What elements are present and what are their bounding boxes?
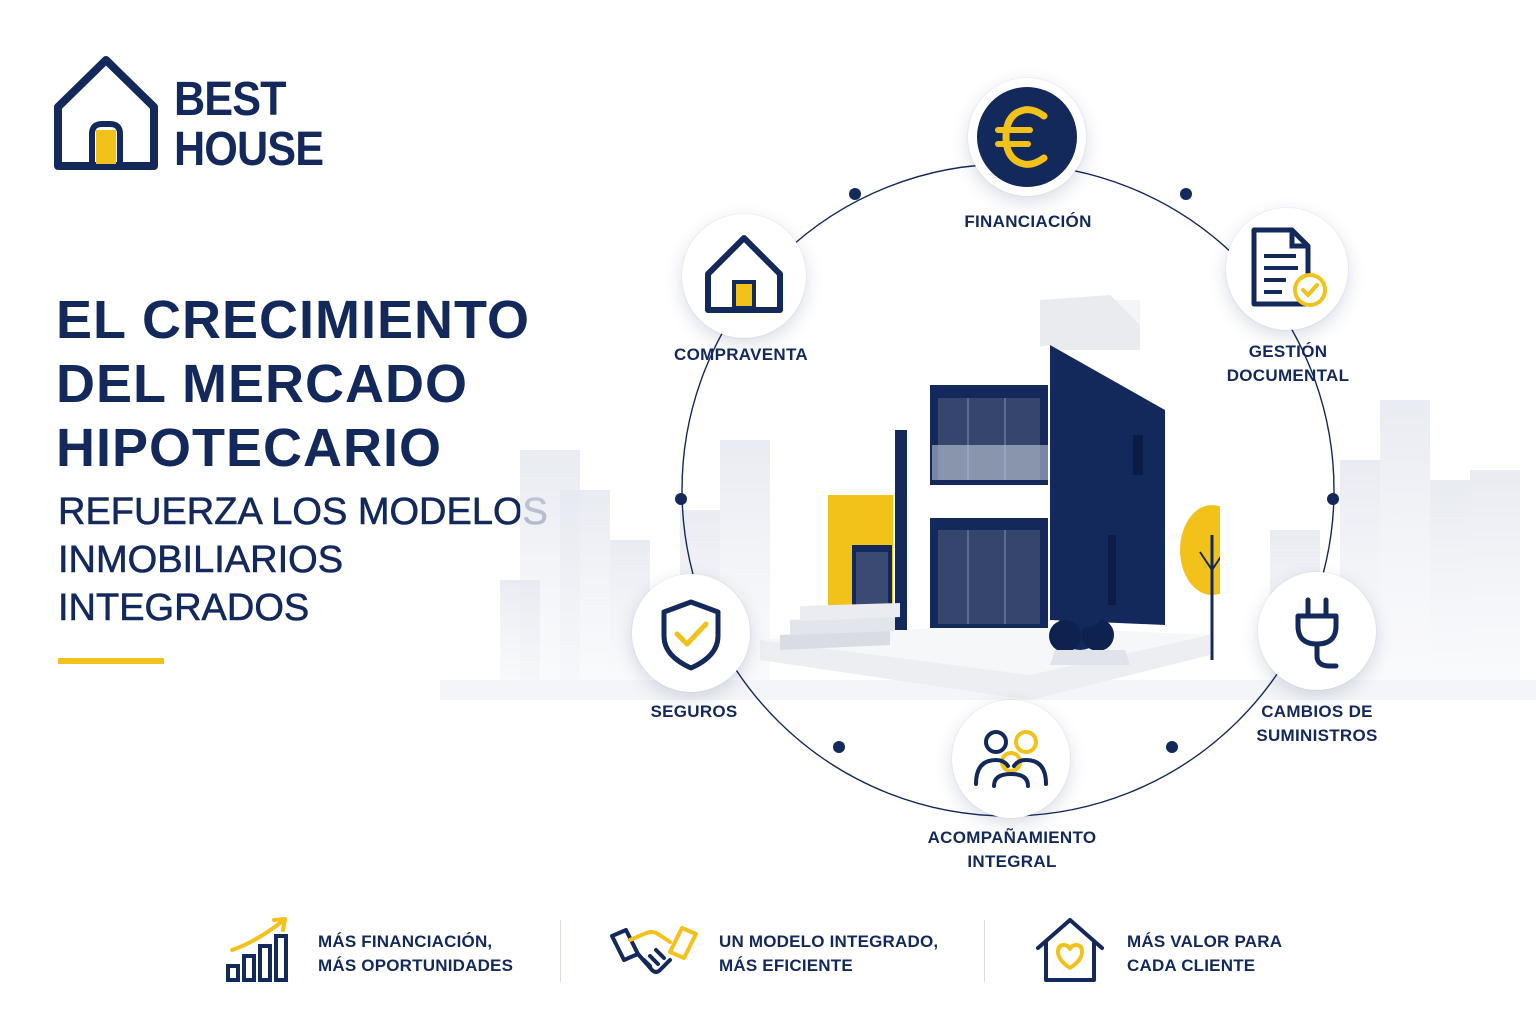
headline-line-2: DEL MERCADO [56, 354, 469, 414]
seguros-badge[interactable] [632, 574, 750, 692]
suministros-label-line1: CAMBIOS DE [1261, 702, 1373, 721]
logo-house-icon [54, 56, 158, 170]
house-icon [705, 235, 783, 313]
suministros-label: CAMBIOS DE SUMINISTROS [1236, 700, 1398, 748]
subheadline-line-2: INMOBILIARIOS [58, 539, 344, 582]
suministros-label-line2: SUMINISTROS [1256, 726, 1378, 745]
gestion-label-line2: DOCUMENTAL [1226, 366, 1350, 385]
brand-name-line1: BEST [174, 73, 287, 126]
seguros-label: SEGUROS [650, 702, 738, 721]
subheadline-line-3: INTEGRADOS [58, 587, 310, 630]
modern-house-illustration [760, 295, 1220, 700]
feature-1-text: MÁS FINANCIACIÓN, MÁS OPORTUNIDADES [318, 930, 513, 978]
financiacion-badge[interactable] [968, 78, 1086, 196]
gestion-documental-badge[interactable] [1226, 208, 1348, 330]
accent-bar [58, 658, 164, 664]
shield-check-icon [661, 599, 721, 671]
acompanamiento-badge[interactable] [952, 700, 1070, 818]
house-heart-icon [1036, 918, 1104, 982]
euro-icon [977, 87, 1077, 187]
feature-3-text: MÁS VALOR PARA CADA CLIENTE [1127, 930, 1282, 978]
document-check-icon [1251, 227, 1327, 307]
feature-3-line2: CADA CLIENTE [1127, 956, 1256, 975]
feature-2-text: UN MODELO INTEGRADO, MÁS EFICIENTE [719, 930, 938, 978]
subheadline-line-1: REFUERZA LOS MODELOS [58, 491, 548, 534]
compraventa-label: COMPRAVENTA [674, 345, 808, 364]
feature-1-line1: MÁS FINANCIACIÓN, [318, 932, 493, 951]
growth-chart-icon [226, 917, 288, 982]
brand-logo[interactable]: BEST HOUSE [52, 52, 352, 177]
acompanamiento-label-line2: INTEGRAL [967, 852, 1057, 871]
suministros-badge[interactable] [1258, 572, 1376, 690]
feature-divider-2 [984, 920, 985, 982]
feature-2-line1: UN MODELO INTEGRADO, [719, 932, 939, 951]
feature-divider-1 [560, 920, 561, 982]
plug-icon [1295, 597, 1339, 669]
financiacion-label: FINANCIACIÓN [964, 212, 1092, 231]
feature-1-line2: MÁS OPORTUNIDADES [318, 956, 514, 975]
handshake-icon [610, 926, 698, 974]
acompanamiento-label: ACOMPAÑAMIENTO INTEGRAL [910, 826, 1114, 874]
gestion-label-line1: GESTIÓN [1248, 342, 1328, 361]
headline-line-1: EL CRECIMIENTO [56, 290, 531, 350]
city-skyline-background [440, 400, 1536, 700]
acompanamiento-label-line1: ACOMPAÑAMIENTO [927, 828, 1097, 847]
brand-name-line2: HOUSE [174, 123, 324, 176]
people-icon [974, 730, 1048, 788]
headline-line-3: HIPOTECARIO [56, 418, 443, 478]
compraventa-badge[interactable] [682, 214, 806, 338]
feature-2-line2: MÁS EFICIENTE [719, 956, 853, 975]
feature-3-line1: MÁS VALOR PARA [1127, 932, 1283, 951]
gestion-documental-label: GESTIÓN DOCUMENTAL [1208, 340, 1368, 388]
